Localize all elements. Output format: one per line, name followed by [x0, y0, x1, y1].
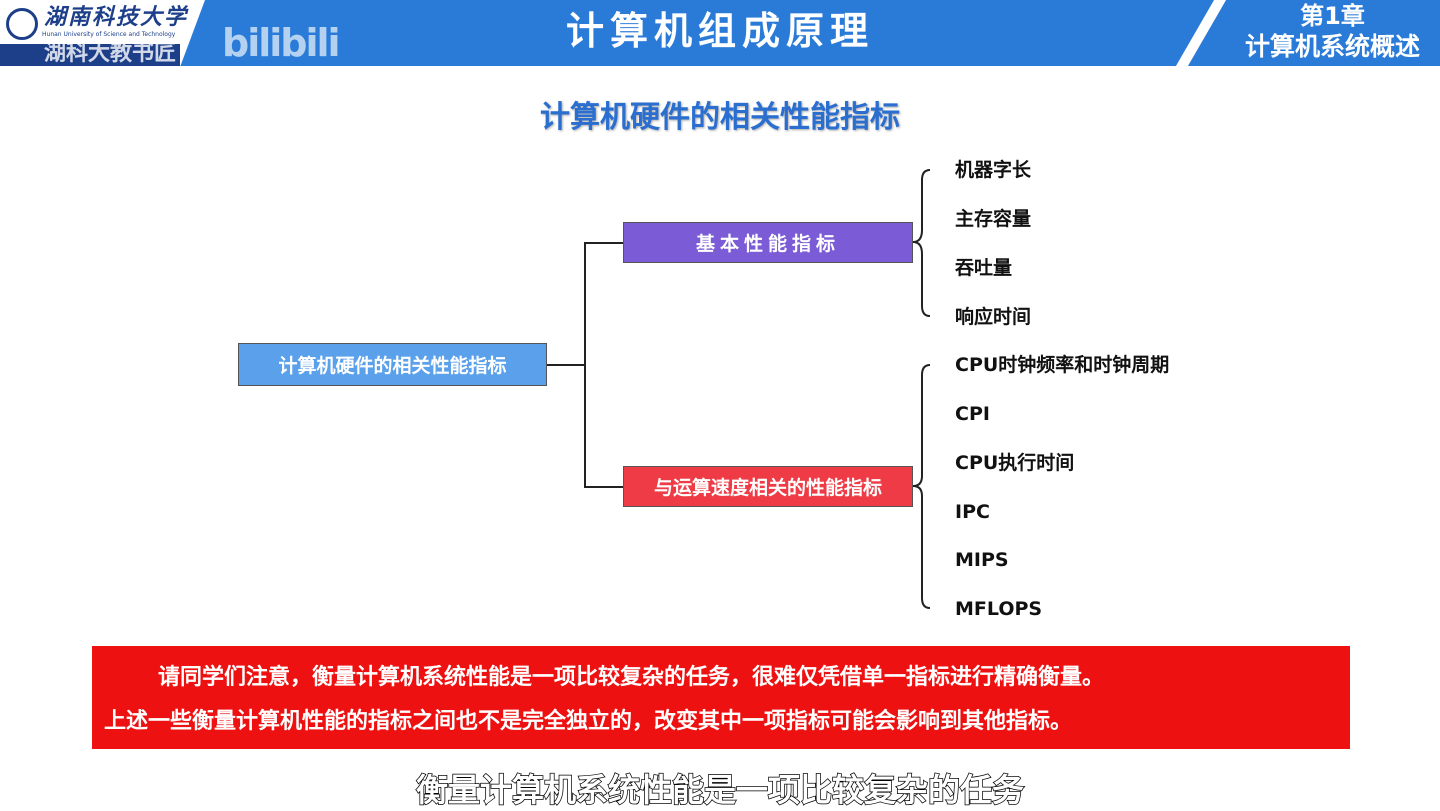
root-label: 计算机硬件的相关性能指标 [278, 355, 507, 377]
list-item: CPI [955, 403, 990, 425]
connector [584, 242, 586, 487]
list-item: 主存容量 [955, 208, 1032, 230]
connector [584, 242, 624, 244]
list-item: 响应时间 [955, 306, 1032, 328]
note-box: 请同学们注意，衡量计算机系统性能是一项比较复杂的任务，很难仅凭借单一指标进行精确… [92, 646, 1350, 749]
list-item: IPC [955, 501, 990, 523]
list-item: MFLOPS [955, 598, 1043, 620]
list-item: 机器字长 [955, 159, 1032, 181]
university-seal-icon [6, 8, 38, 40]
university-logo: 湖南科技大学 Hunan University of Science and T… [0, 0, 205, 66]
watermark: 湖科大教书匠 [44, 41, 177, 66]
university-name: 湖南科技大学 [44, 4, 189, 30]
chapter-title: 计算机系统概述 [1244, 32, 1420, 61]
connector [547, 364, 585, 366]
bilibili-watermark: bilibili [222, 21, 341, 65]
branch-basic: 基本性能指标 [623, 222, 913, 263]
university-name-en: Hunan University of Science and Technolo… [42, 31, 176, 38]
chapter-number: 第1章 [1300, 2, 1365, 30]
logo-bar [0, 44, 180, 66]
note-line: 请同学们注意，衡量计算机系统性能是一项比较复杂的任务，很难仅凭借单一指标进行精确… [158, 665, 1105, 690]
branch-speed: 与运算速度相关的性能指标 [623, 466, 913, 507]
list-item: CPU时钟频率和时钟周期 [955, 354, 1170, 376]
connector [584, 486, 624, 488]
video-subtitle: 衡量计算机系统性能是一项比较复杂的任务 [415, 770, 1025, 810]
root-node: 计算机硬件的相关性能指标 [238, 343, 547, 386]
list-item: CPU执行时间 [955, 452, 1075, 474]
brackets [912, 169, 931, 609]
note-line: 上述一些衡量计算机性能的指标之间也不是完全独立的，改变其中一项指标可能会影响到其… [104, 709, 1073, 734]
slide-title: 计算机硬件的相关性能指标 [540, 100, 900, 135]
branch-label: 与运算速度相关的性能指标 [653, 477, 882, 499]
list-item: 吞吐量 [955, 257, 1013, 279]
list-item: MIPS [955, 549, 1009, 571]
course-title: 计算机组成原理 [565, 9, 874, 53]
branch-label: 基本性能指标 [695, 233, 840, 255]
